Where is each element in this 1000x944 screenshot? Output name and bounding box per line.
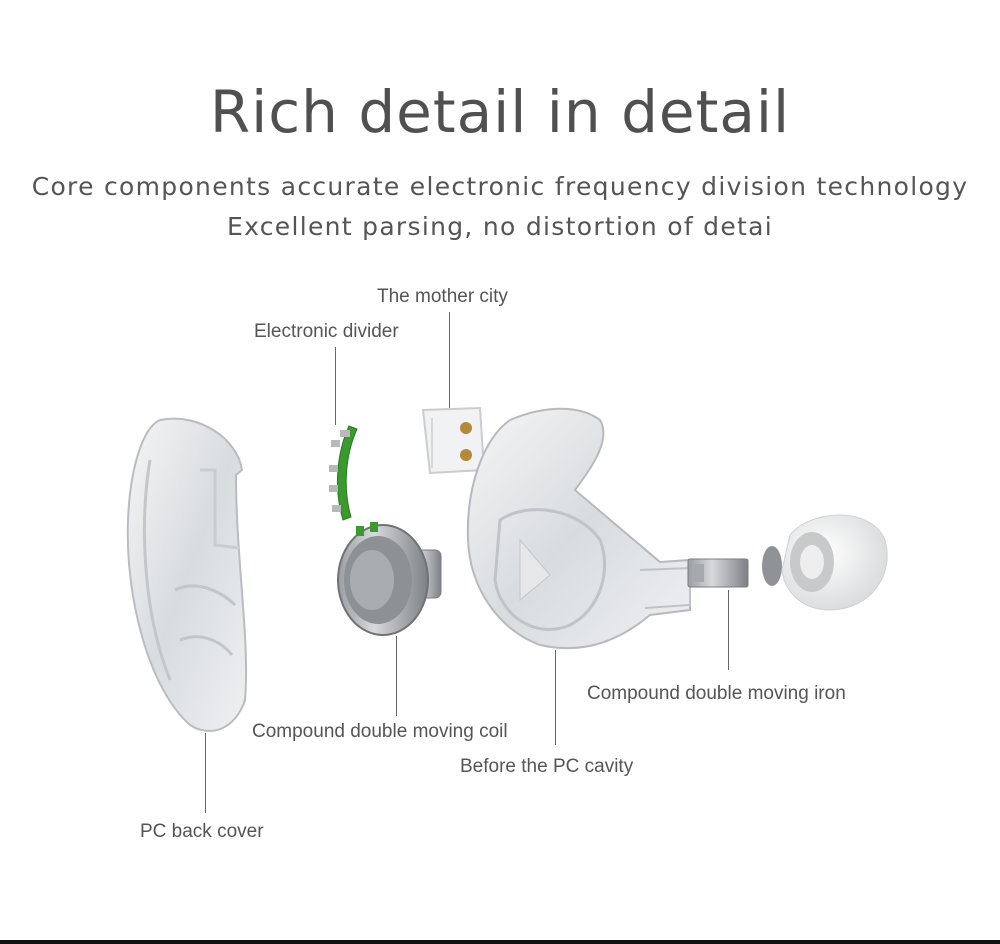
balanced-armature-driver [687,558,749,588]
subtitle-line-2: Excellent parsing, no distortion of deta… [227,212,773,241]
leader-pc-back-cover [205,733,206,813]
leader-moving-coil [396,636,397,716]
bottom-divider [0,940,1000,944]
label-electronic-divider: Electronic divider [254,321,399,342]
leader-moving-iron [728,590,729,670]
label-mother-city: The mother city [377,286,508,307]
label-pc-back-cover: PC back cover [140,821,264,842]
leader-mother-city [449,312,450,408]
subtitle-line-1: Core components accurate electronic freq… [31,172,969,201]
label-moving-iron: Compound double moving iron [587,683,846,704]
label-pc-cavity: Before the PC cavity [460,756,634,777]
page-title: Rich detail in detail [209,78,791,146]
electronic-divider-pcb [329,425,358,521]
pc-cavity-shell [466,407,691,650]
label-moving-coil: Compound double moving coil [252,721,508,742]
dynamic-driver [337,522,442,636]
ear-tip [762,514,888,611]
leader-electronic-divider [335,347,336,425]
mmcx-connector [421,406,486,475]
pc-back-cover-shell [126,417,248,732]
leader-pc-cavity [555,650,556,745]
